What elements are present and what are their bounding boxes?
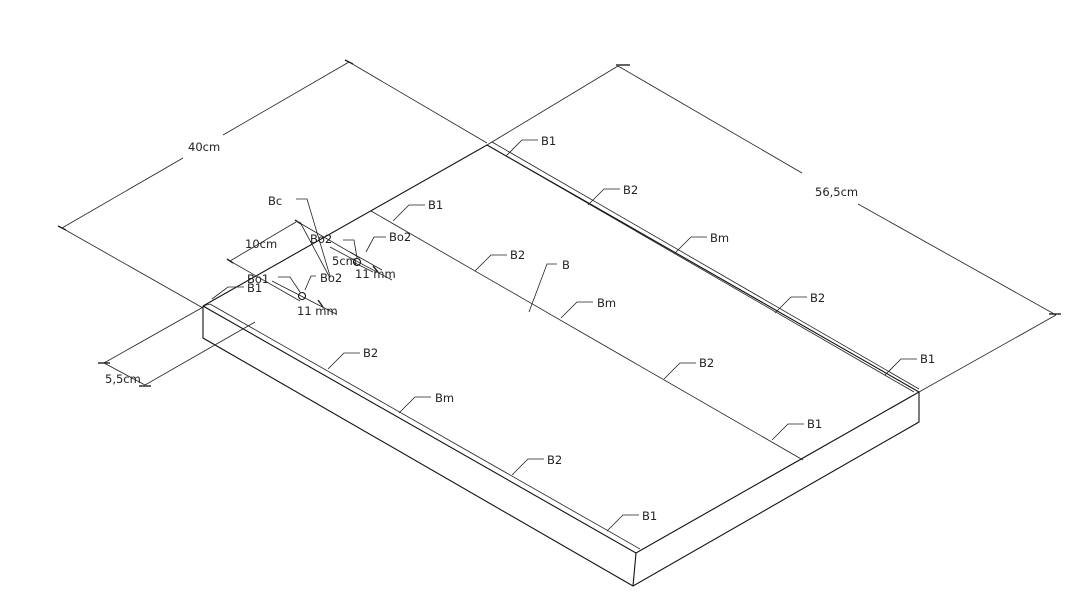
label-b-center: B (562, 258, 570, 272)
labels-middle: B1 B2 B Bm B2 B1 (392, 198, 822, 441)
label-bo1: Bo1 (247, 272, 269, 286)
dim-5cm-label: 5cm (332, 254, 357, 268)
hole-11mm-upper: 11 mm (355, 267, 396, 281)
label-b1-rail-end: B1 (920, 352, 935, 366)
label-bo2-b: Bo2 (389, 230, 411, 244)
label-b2-rail-b: B2 (810, 291, 825, 305)
board-outline (202, 141, 921, 587)
label-bm-mid: Bm (597, 296, 616, 310)
dim-40cm-label: 40cm (188, 140, 220, 154)
label-b2-mid-b: B2 (699, 356, 714, 370)
label-b1-front-end: B1 (642, 509, 657, 523)
labels-front-edge: B2 Bm B2 B1 (327, 346, 657, 532)
dimension-56-5cm: 56,5cm (486, 64, 1061, 393)
label-b1-corner: B1 (247, 281, 262, 295)
label-b2-front-a: B2 (363, 346, 378, 360)
dimension-40cm: 40cm (57, 59, 488, 309)
hole-11mm-lower: 11 mm (297, 304, 338, 318)
label-b1-top: B1 (541, 134, 556, 148)
label-bm-rail: Bm (710, 231, 729, 245)
label-b2-mid-a: B2 (510, 248, 525, 262)
label-b2-front-b: B2 (547, 453, 562, 467)
dim-10cm-label: 10cm (245, 237, 277, 251)
label-bm-front: Bm (435, 391, 454, 405)
dimension-10cm: 10cm (226, 219, 361, 302)
label-bo2-c: Bo2 (320, 271, 342, 285)
hole-upper (352, 257, 362, 267)
labels-right-rail: B1 B2 Bm B2 B1 (505, 134, 935, 376)
label-bo2-a: Bo2 (310, 232, 332, 246)
dim-5-5cm-label: 5,5cm (105, 372, 141, 386)
label-b2-rail-a: B2 (623, 183, 638, 197)
label-bc: Bc (268, 194, 282, 208)
labels-details: Bc Bo2 Bo2 Bo1 Bo2 B1 (211, 194, 411, 300)
hole-lower (297, 291, 307, 301)
dimension-5-5cm: 5,5cm (98, 305, 256, 387)
holes: 11 mm 11 mm (271, 221, 396, 318)
label-b1-mid-top: B1 (428, 198, 443, 212)
dim-56-5cm-label: 56,5cm (815, 185, 858, 199)
dimension-5cm: 5cm (332, 251, 383, 273)
label-b1-mid-end: B1 (807, 417, 822, 431)
